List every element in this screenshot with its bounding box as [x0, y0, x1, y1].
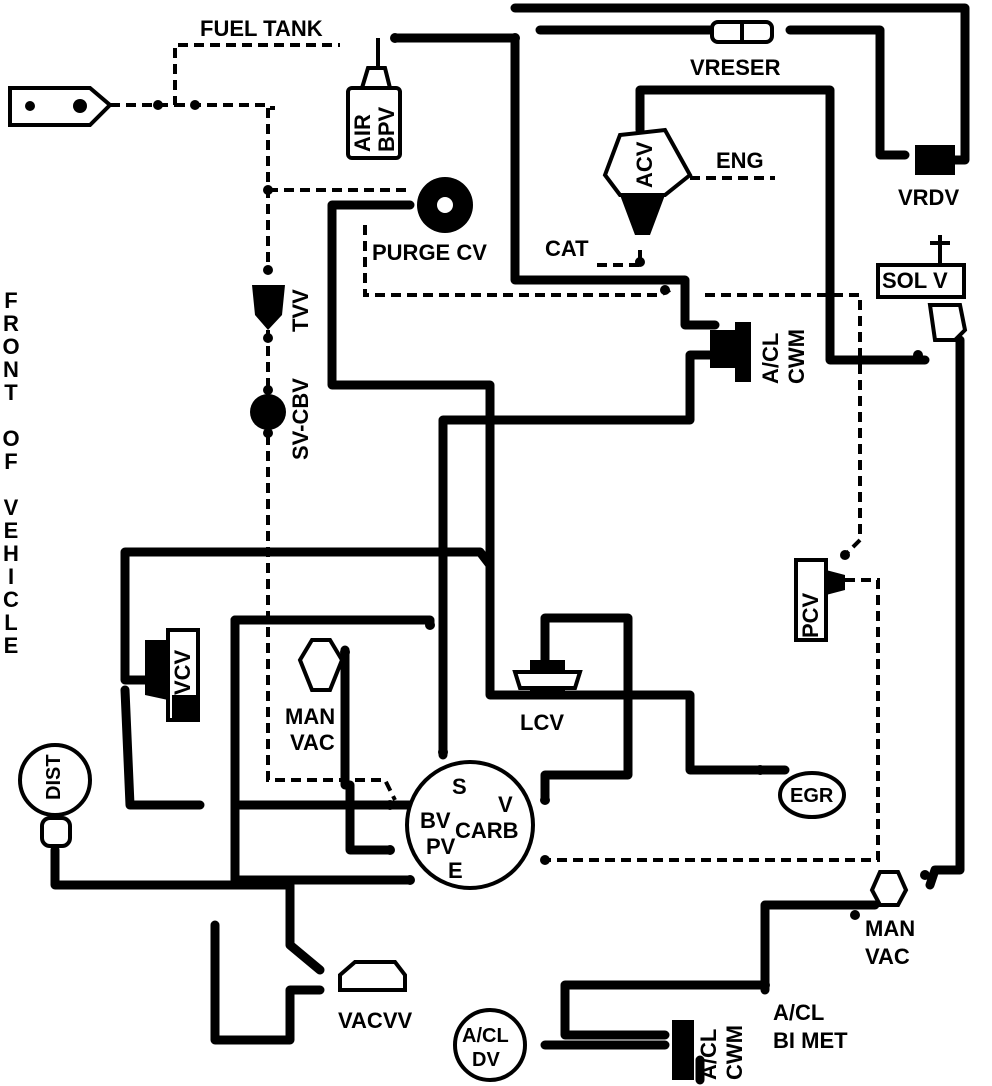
pcv-label: PCV — [798, 592, 823, 638]
acl-cwm-top-body — [735, 322, 751, 382]
fuel-cap-symbol — [8, 86, 113, 127]
sol-v-body — [876, 263, 966, 299]
tvv-body — [252, 285, 285, 330]
front-of-vehicle-char: C — [3, 587, 19, 612]
carb-pv-port: PV — [426, 834, 456, 859]
front-of-vehicle-char: N — [3, 357, 19, 382]
man-vac-right-label-line1: MAN — [865, 916, 916, 941]
vrdv-label: VRDV — [898, 185, 960, 210]
front-of-vehicle-char: H — [3, 541, 19, 566]
vreser-label: VRESER — [690, 55, 781, 80]
front-of-vehicle-char: V — [3, 495, 19, 520]
lcv-label: LCV — [520, 710, 564, 735]
front-of-vehicle-char: E — [3, 518, 19, 543]
vapor-lines-dashed — [110, 43, 880, 862]
acl-bimet-label-line2: BI MET — [773, 1028, 848, 1053]
air-bpv-label-line1: AIR — [350, 114, 375, 152]
man-vac-left-label-line1: MAN — [285, 704, 336, 729]
front-of-vehicle-char: F — [4, 288, 18, 313]
vacuum-hoses-solid — [50, 3, 970, 1085]
pcv-body — [794, 558, 828, 642]
carb-body — [405, 760, 535, 890]
acl-dv-label-line1: A/CL — [462, 1025, 509, 1047]
carb-e-port: E — [448, 858, 463, 883]
tvv-label: TVV — [288, 289, 313, 332]
front-of-vehicle-char: F — [4, 449, 18, 474]
front-of-vehicle-char: O — [2, 334, 20, 359]
acv-label: ACV — [632, 141, 657, 188]
vrdv-body — [915, 145, 955, 175]
dist-body — [18, 743, 92, 817]
man-vac-right-label-line2: VAC — [865, 944, 910, 969]
fuel-tank-label: FUEL TANK — [200, 16, 323, 41]
purge-cv-label: PURGE CV — [372, 240, 487, 265]
front-of-vehicle-char: R — [3, 311, 19, 336]
carb-v-port: V — [498, 792, 513, 817]
vacvv-label: VACVV — [338, 1008, 413, 1033]
man-vac-left-label-line2: VAC — [290, 730, 335, 755]
front-of-vehicle-char: E — [3, 633, 19, 658]
acl-dv-label-line2: DV — [472, 1049, 500, 1071]
sv-cbv-body — [250, 394, 286, 430]
air-bpv-body — [346, 86, 402, 160]
egr-label: EGR — [790, 785, 834, 807]
man-vac-left-body — [297, 638, 345, 692]
front-of-vehicle-char: L — [4, 610, 18, 635]
acl-bimet-label-line1: A/CL — [773, 1000, 825, 1025]
vacvv-body — [338, 960, 407, 992]
front-of-vehicle-char: O — [2, 426, 20, 451]
sv-cbv-label: SV-CBV — [288, 378, 313, 460]
dist-label: DIST — [43, 754, 65, 800]
egr-body — [778, 771, 846, 819]
air-bpv-label-line2: BPV — [374, 106, 399, 152]
acl-cwm-bottom-label-line2: CWM — [722, 1025, 747, 1080]
acl-cwm-bottom-body — [672, 1020, 694, 1080]
carb-label: CARB — [455, 818, 519, 843]
acl-cwm-bottom-label-line1: A/CL — [696, 1028, 721, 1080]
sol-v-label: SOL V — [882, 268, 948, 293]
man-vac-right-body — [869, 870, 909, 907]
connection-points — [153, 33, 930, 990]
acl-cwm-top-label-line1: A/CL — [758, 332, 783, 384]
front-of-vehicle-char: I — [7, 564, 15, 589]
acl-dv-body — [453, 1008, 527, 1082]
carb-s-port: S — [452, 774, 467, 799]
front-of-vehicle-char: T — [4, 380, 18, 405]
lcv-body — [512, 670, 583, 690]
carb-bv-port: BV — [420, 808, 451, 833]
acl-cwm-top-label-line2: CWM — [784, 329, 809, 384]
cat-label: CAT — [545, 236, 589, 261]
front-of-vehicle-label: F R O N T O F V E H I C L E — [0, 290, 22, 658]
vcv-label: VCV — [170, 649, 195, 695]
components — [8, 20, 968, 1082]
eng-label: ENG — [716, 148, 764, 173]
